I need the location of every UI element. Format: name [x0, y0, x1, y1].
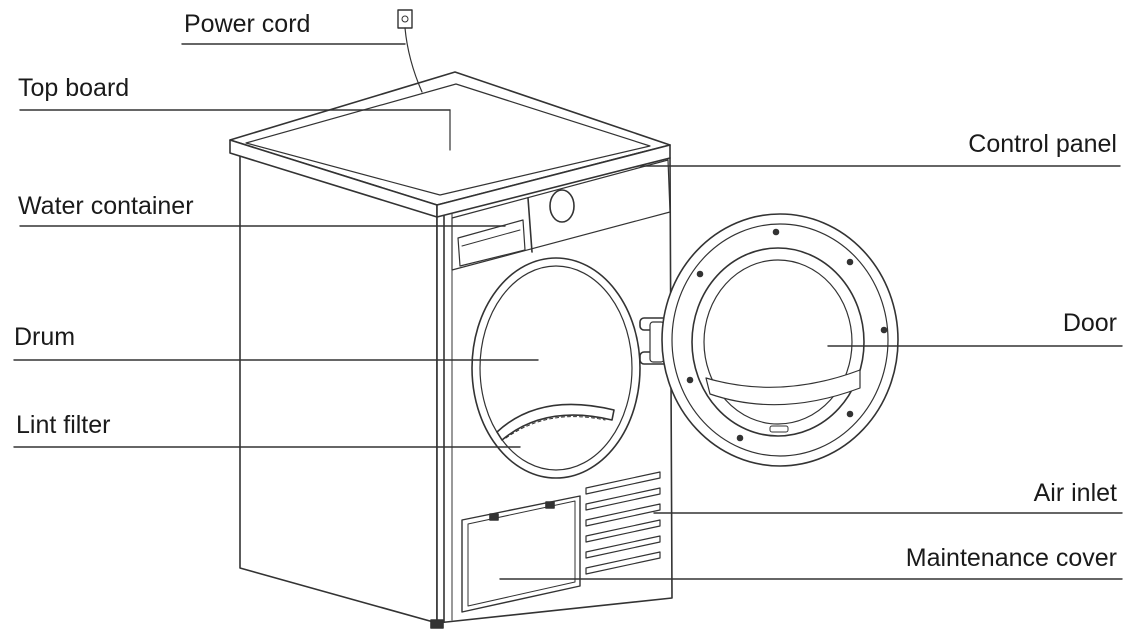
label-drum: Drum — [14, 323, 76, 351]
label-water-container: Water container — [18, 192, 194, 220]
label-maintenance-cover: Maintenance cover — [905, 544, 1117, 572]
label-air-inlet: Air inlet — [1033, 479, 1117, 507]
label-top-board: Top board — [18, 74, 130, 102]
dryer-body — [239, 154, 673, 629]
label-power-cord: Power cord — [184, 10, 311, 38]
leader-lines — [13, 43, 1123, 580]
maintenance-cover — [461, 495, 581, 613]
open-door — [661, 213, 899, 467]
label-door: Door — [1062, 309, 1117, 337]
air-inlet-vents — [585, 471, 661, 575]
control-knob — [549, 189, 575, 223]
label-lint-filter: Lint filter — [16, 411, 111, 439]
power-cord — [397, 9, 423, 93]
label-control-panel: Control panel — [968, 130, 1117, 158]
